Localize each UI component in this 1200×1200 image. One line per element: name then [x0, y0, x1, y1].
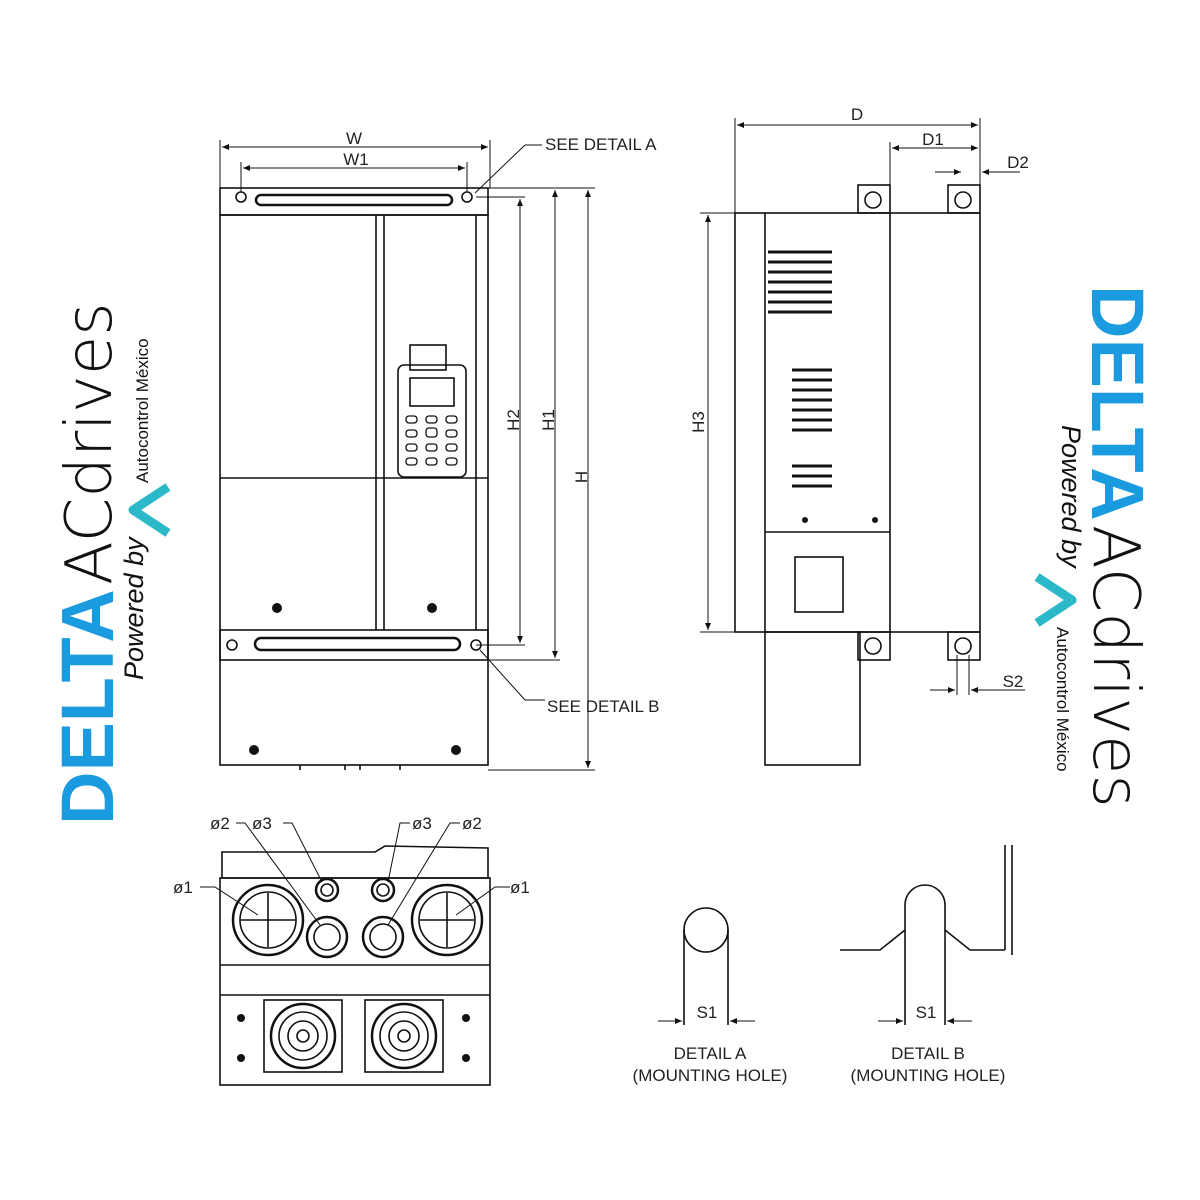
logo-brand: DELTA — [46, 589, 129, 825]
dim-w-label: W — [346, 129, 362, 148]
logo-left: DELTA ACdrives Powered by Autocontrol Mé… — [46, 302, 171, 825]
bottom-view: ø2 ø3 ø3 ø2 ø1 ø1 — [173, 814, 530, 1086]
label-phi2-left: ø2 — [210, 814, 230, 833]
autocontrol-mark-icon — [1034, 573, 1077, 627]
dim-d2-label: D2 — [1007, 153, 1029, 172]
dim-d-label: D — [851, 105, 863, 124]
side-view — [734, 184, 981, 766]
logo-product: ACdrives — [53, 302, 127, 585]
detail-a-title: DETAIL A — [674, 1044, 747, 1063]
label-phi1-left: ø1 — [173, 878, 193, 897]
fan-right — [364, 999, 444, 1073]
logo-right: DELTA ACdrives Powered by Autocontrol Mé… — [1034, 285, 1159, 808]
front-view — [219, 187, 489, 770]
fan-left — [263, 999, 343, 1073]
logo-product: ACdrives — [1078, 525, 1152, 808]
label-phi3-right: ø3 — [412, 814, 432, 833]
detail-b-title: DETAIL B — [891, 1044, 965, 1063]
detail-a-s1-label: S1 — [697, 1003, 718, 1022]
detail-b-s1-label: S1 — [916, 1003, 937, 1022]
logo-powered-by: Powered by — [119, 536, 149, 680]
hole-phi1-left — [231, 883, 305, 957]
see-detail-b-callout: SEE DETAIL B — [547, 697, 659, 716]
label-phi2-right: ø2 — [462, 814, 482, 833]
dim-w1-label: W1 — [343, 150, 369, 169]
label-phi3-left: ø3 — [252, 814, 272, 833]
dim-d1-label: D1 — [922, 130, 944, 149]
dim-h1-label: H1 — [539, 409, 558, 431]
dim-h2-label: H2 — [504, 409, 523, 431]
logo-powered-by: Powered by — [1056, 425, 1086, 569]
dim-s2-label: S2 — [1003, 672, 1024, 691]
side-dimensions: D D1 D2 H3 S2 — [689, 105, 1029, 695]
hole-phi1-right — [410, 883, 484, 957]
front-dimensions: W W1 SEE DETAIL A H2 H1 H SEE DETAIL B — [219, 129, 659, 771]
dim-h3-label: H3 — [689, 411, 708, 433]
logo-company: Autocontrol México — [133, 338, 152, 483]
detail-a: S1 DETAIL A (MOUNTING HOLE) — [633, 907, 788, 1085]
autocontrol-mark-icon — [128, 483, 171, 537]
see-detail-a-callout: SEE DETAIL A — [545, 135, 657, 154]
label-phi1-right: ø1 — [510, 878, 530, 897]
detail-b: S1 DETAIL B (MOUNTING HOLE) — [840, 845, 1013, 1085]
detail-b-subtitle: (MOUNTING HOLE) — [851, 1066, 1006, 1085]
logo-company: Autocontrol México — [1053, 627, 1072, 772]
detail-a-subtitle: (MOUNTING HOLE) — [633, 1066, 788, 1085]
dim-h-label: H — [572, 471, 591, 483]
logo-brand: DELTA — [1076, 285, 1159, 521]
